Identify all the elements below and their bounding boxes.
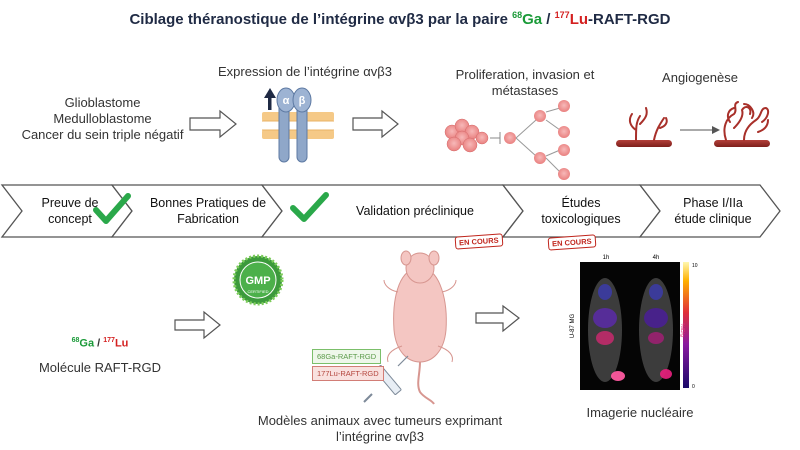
- gmp-text: GMP: [245, 275, 270, 287]
- ga-superscript: 68: [71, 337, 80, 344]
- isotope-separator: /: [94, 337, 104, 350]
- stage-label: toxicologiques: [541, 212, 621, 226]
- stage-gmp: Bonnes Pratiques de Fabrication: [138, 195, 278, 227]
- arrow-outline-2: [352, 109, 399, 139]
- stage-label: Preuve de: [41, 196, 99, 210]
- proliferation-title: Proliferation, invasion et métastases: [440, 67, 610, 99]
- proliferation-line1: Proliferation, invasion et: [455, 67, 595, 82]
- angiogenesis-title: Angiogenèse: [662, 70, 738, 85]
- timepoint-1h: 1h: [603, 255, 610, 261]
- disease-item: Cancer du sein triple négatif: [21, 127, 184, 142]
- check-icon: [93, 193, 131, 224]
- gmp-sub: CERTIFIED: [247, 289, 268, 294]
- arrow-outline-4: [475, 304, 520, 333]
- scale-min: 0: [692, 384, 695, 390]
- stage-shape-5: [638, 184, 781, 238]
- lu-superscript: 177: [103, 337, 115, 344]
- stage-proof-of-concept: Preuve de concept: [26, 195, 114, 227]
- timepoint-4h: 4h: [653, 255, 660, 261]
- inhibition-line: [490, 132, 501, 144]
- disease-list: Glioblastome Medulloblastome Cancer du s…: [0, 95, 205, 143]
- disease-item: Glioblastome: [64, 95, 141, 110]
- animal-models-line2: l’intégrine αvβ3: [336, 429, 424, 444]
- gmp-seal: GMP CERTIFIED: [232, 254, 284, 306]
- stage-clinical: Phase I/IIa étude clinique: [658, 195, 768, 227]
- scale-max: 10: [692, 263, 698, 269]
- mouse-illustration: [383, 250, 457, 405]
- beta-label: β: [299, 95, 306, 107]
- stage-label: concept: [48, 212, 92, 226]
- stage-preclinical: Validation préclinique: [330, 203, 500, 219]
- animal-models-line1: Modèles animaux avec tumeurs exprimant: [257, 413, 503, 428]
- lu-syringe-label: 177Lu-RAFT-RGD: [312, 366, 384, 381]
- tumor-cell-cluster: [444, 118, 489, 153]
- alpha-label: α: [283, 95, 290, 107]
- color-scale-bar: [683, 262, 689, 388]
- lu-label: Lu: [114, 337, 129, 350]
- stage-label: Bonnes Pratiques de: [149, 196, 267, 210]
- stage-label: Études: [561, 196, 601, 210]
- arrow-thin: [680, 126, 720, 134]
- molecule-label: Molécule RAFT-RGD: [38, 360, 162, 375]
- disease-item: Medulloblastome: [53, 111, 152, 126]
- migrating-cells: [515, 107, 561, 173]
- stage-label: Phase I/IIa: [683, 196, 743, 210]
- ga-label: Ga: [79, 337, 95, 350]
- check-icon: [290, 192, 329, 222]
- stage-toxicology: Études toxicologiques: [522, 195, 640, 227]
- vessel-dense: [714, 101, 770, 147]
- animal-models-label: Modèles animaux avec tumeurs exprimant l…: [220, 413, 540, 445]
- scale-unit: %ID/g: [679, 323, 685, 337]
- arrow-outline-3: [174, 310, 221, 340]
- vessel-sparse: [616, 107, 672, 147]
- stage-label: étude clinique: [674, 212, 752, 226]
- integrin-beta-subunit: [292, 87, 312, 163]
- imaging-panel: [580, 262, 680, 390]
- stage-label: Validation préclinique: [356, 204, 474, 218]
- imaging-label: Imagerie nucléaire: [586, 405, 694, 420]
- integrin-title: Expression de l’intégrine αvβ3: [218, 64, 392, 79]
- ga-syringe-label: 68Ga-RAFT-RGD: [312, 349, 382, 364]
- integrin-alpha-subunit: [276, 87, 296, 163]
- stage-label: Fabrication: [177, 212, 239, 226]
- arrow-outline-1: [189, 109, 237, 139]
- daughter-cells: [504, 100, 570, 180]
- figure-title: Ciblage théranostique de l’intégrine αvβ…: [129, 10, 671, 28]
- up-arrow-icon: [264, 88, 276, 110]
- cell-line-label: U-87 MG: [570, 314, 576, 339]
- isotope-pair: 68Ga / 177Lu: [40, 333, 160, 352]
- proliferation-line2: métastases: [491, 83, 559, 98]
